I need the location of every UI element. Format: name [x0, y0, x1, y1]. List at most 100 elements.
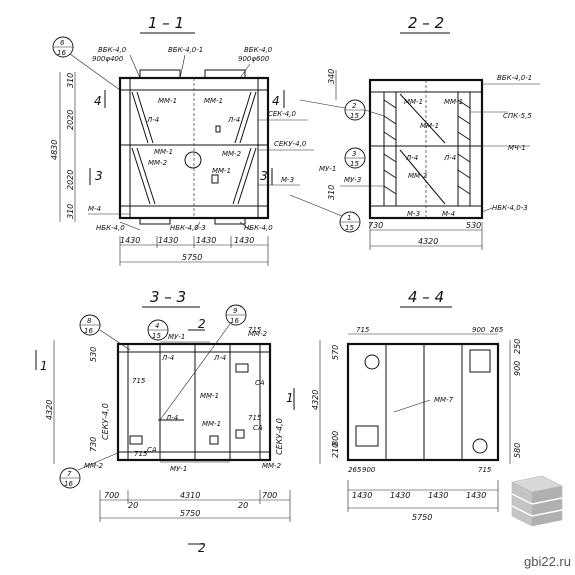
label-nbk-4-0-3: НБК-4,0-3: [170, 224, 206, 232]
dim-20-b: 20: [238, 501, 248, 510]
label-mu1-top: МУ-1: [168, 333, 185, 341]
dim-700-left: 700: [104, 491, 119, 500]
label-ca-left: СА: [147, 446, 157, 454]
label-seku-left: СЕКУ-4,0: [101, 403, 110, 440]
label-l4-a-s33: Л-4: [161, 354, 174, 362]
ref-circle-9-16: 9 16: [159, 304, 247, 421]
label-vbk-sub: 900φ400: [92, 55, 124, 63]
label-mu1-bottom: МУ-1: [170, 465, 187, 473]
dim-height-4320-s33: 4320: [45, 400, 54, 420]
label-mm1-b-s22: ММ-1: [444, 98, 463, 106]
dim-1430-d-s44: 1430: [466, 491, 486, 500]
label-mm1-a-s22: ММ-1: [404, 98, 423, 106]
label-l4-a-s22: Л-4: [405, 154, 418, 162]
label-vbk-sub-right: 900φ600: [238, 55, 270, 63]
svg-text:16: 16: [64, 480, 73, 488]
label-mm1-c-s22: ММ-1: [420, 122, 439, 130]
dim-1430-c: 1430: [196, 236, 216, 245]
section-2-2: 2 – 2 ММ-1 ММ-1 ММ-1 Л-4 Л-4 ММ-2 ВБК-4,…: [289, 14, 540, 250]
dim-570: 570: [331, 345, 340, 360]
label-mm1-b: ММ-1: [204, 97, 223, 105]
svg-text:2: 2: [352, 102, 357, 110]
dim-310-b: 310: [66, 204, 75, 219]
label-l4-b-s22: Л-4: [443, 154, 456, 162]
dim-height-4830: 4830: [50, 140, 59, 160]
ref-circle-6-16: 6 16: [52, 36, 121, 91]
svg-text:15: 15: [345, 224, 354, 232]
dim-900-right: 900: [513, 361, 522, 376]
dim-1430-a-s44: 1430: [352, 491, 372, 500]
svg-text:7: 7: [67, 470, 72, 478]
cut-mark-2-top: 2: [198, 317, 206, 331]
ref-circle-4-15: 4 15: [147, 319, 169, 341]
dim-900-top-s44: 900: [472, 326, 486, 334]
label-nbk-4-0-3-s22: НБК-4,0-3: [492, 204, 528, 212]
label-nbk-4-0-right: НБК-4,0: [244, 224, 273, 232]
dim-265-top-s44: 265: [490, 326, 504, 334]
svg-text:15: 15: [350, 112, 359, 120]
svg-text:3: 3: [352, 150, 356, 158]
cut-mark-4-right: 4: [272, 94, 280, 108]
cut-mark-1-left: 1: [40, 359, 48, 373]
dim-530-s33: 530: [89, 347, 98, 362]
watermark-logo: [511, 475, 563, 527]
label-ca-3: СА: [253, 424, 263, 432]
dim-1430-a: 1430: [120, 236, 140, 245]
svg-text:6: 6: [60, 39, 65, 47]
dim-250: 250: [513, 339, 522, 354]
svg-text:16: 16: [230, 317, 239, 325]
label-seku-4-0: СЕКУ-4,0: [274, 140, 307, 148]
cut-mark-1-right: 1: [286, 391, 294, 405]
opening-square-top-right: [469, 349, 491, 373]
label-mm1-b-s33: ММ-1: [202, 420, 221, 428]
watermark-text: gbi22.ru: [524, 554, 571, 569]
svg-text:16: 16: [57, 49, 66, 57]
dim-width-4320: 4320: [418, 237, 438, 246]
label-m4: М-4: [88, 205, 101, 213]
label-mm7: ММ-7: [434, 396, 454, 404]
dim-width-5750: 5750: [182, 253, 202, 262]
opening-circle: [184, 151, 202, 169]
label-vbk-4-0-1-s22: ВБК-4,0-1: [497, 74, 532, 82]
svg-text:15: 15: [350, 160, 359, 168]
dim-730-s33: 730: [89, 437, 98, 452]
opening-square-bottom-left: [355, 425, 379, 447]
dim-1430-b: 1430: [158, 236, 178, 245]
box-ca-right: [235, 363, 249, 373]
section-title-4-4: 4 – 4: [408, 288, 444, 306]
label-l4-b: Л-4: [227, 116, 240, 124]
dim-1430-d: 1430: [234, 236, 254, 245]
label-mm2-top: ММ-2: [248, 330, 268, 338]
label-mu-1-s22: МУ-1: [319, 165, 336, 173]
label-vbk-4-0-right: ВБК-4,0: [244, 46, 273, 54]
label-mm1-d: ММ-1: [212, 167, 231, 175]
cut-mark-3-right: 3: [260, 169, 268, 183]
dim-715-d-s33: 715: [134, 450, 148, 458]
label-m3-s22: М-3: [407, 210, 420, 218]
label-l4-a: Л-4: [146, 116, 159, 124]
label-mm2-bottom: ММ-2: [84, 462, 104, 470]
dim-20-a: 20: [128, 501, 138, 510]
svg-text:8: 8: [87, 317, 92, 325]
svg-text:1: 1: [347, 214, 351, 222]
section-title-1-1: 1 – 1: [148, 14, 184, 32]
dim-715-bottom: 715: [478, 466, 492, 474]
svg-text:9: 9: [233, 307, 238, 315]
dim-1430-c-s44: 1430: [428, 491, 448, 500]
label-spk-5-5: СПК-5,5: [503, 112, 532, 120]
dim-310-s22: 310: [327, 185, 336, 200]
svg-text:16: 16: [84, 327, 93, 335]
dim-width-5750-s44: 5750: [412, 513, 432, 522]
dim-4310: 4310: [180, 491, 200, 500]
dim-900-bottom: 900: [362, 466, 376, 474]
label-vbk-4-0: ВБК-4,0: [98, 46, 127, 54]
dim-width-5750-s33: 5750: [180, 509, 200, 518]
label-mu-3: МУ-3: [344, 176, 361, 184]
ref-circle-3-15: 3 15: [344, 147, 366, 169]
label-l4-b-s33: Л-4: [213, 354, 226, 362]
section-title-2-2: 2 – 2: [408, 14, 444, 32]
label-seku-right: СЕКУ-4,0: [275, 418, 284, 455]
label-mm2-bottom-right: ММ-2: [262, 462, 282, 470]
ref-circle-7-16: 7 16: [59, 451, 121, 489]
